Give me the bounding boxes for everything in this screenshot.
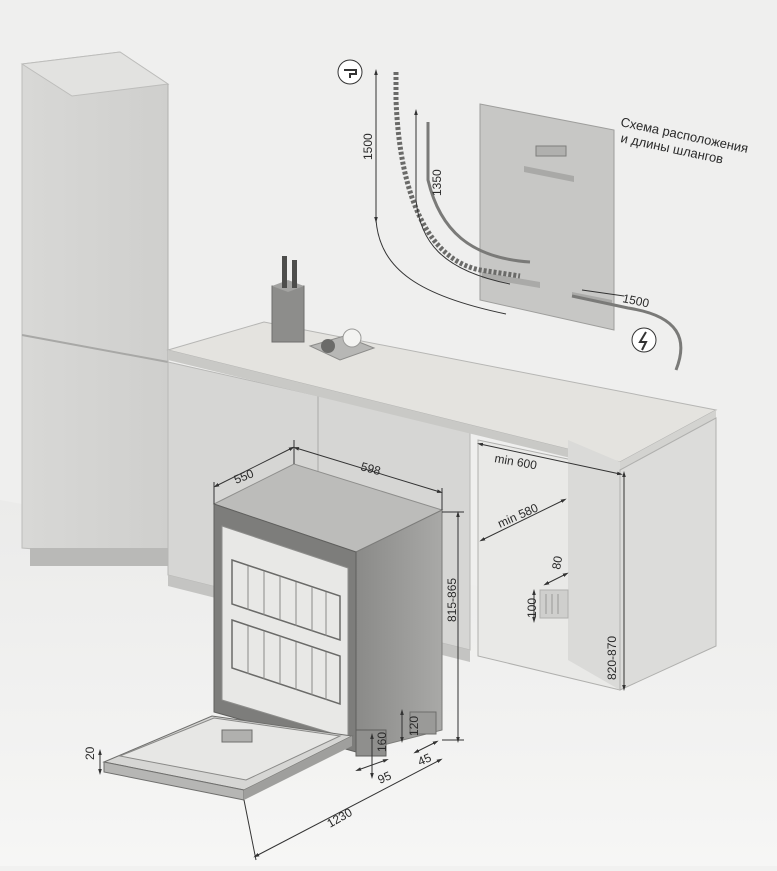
niche-height-label: 820-870	[605, 636, 619, 680]
foot-height-label: 120	[407, 716, 421, 736]
dishwasher-height-label: 815-865	[445, 578, 459, 622]
power-cable	[571, 294, 683, 371]
leg-depth-label: 95	[376, 768, 394, 786]
lightning-icon	[631, 327, 657, 353]
niche-plinth-depth-label: 80	[549, 555, 565, 571]
drain-hose-length: 1350	[430, 169, 444, 196]
hose-scheme-panel	[479, 103, 615, 331]
water-hose	[393, 72, 521, 279]
door-thickness-label: 20	[83, 746, 97, 760]
drain-hose	[426, 122, 531, 264]
fruit-tray	[308, 328, 376, 361]
dishwasher	[212, 463, 444, 757]
knife-block	[271, 256, 305, 343]
faucet-icon	[337, 59, 363, 85]
foot-offset-label: 45	[416, 750, 434, 768]
leg-height-label: 160	[375, 732, 389, 752]
fridge-column	[20, 51, 170, 566]
power-cable-length: 1500	[621, 291, 650, 310]
niche-plinth-height-label: 100	[525, 598, 539, 618]
countertop	[166, 321, 718, 470]
water-hose-length: 1500	[361, 133, 375, 160]
dishwasher-width-label: 598	[359, 459, 382, 478]
